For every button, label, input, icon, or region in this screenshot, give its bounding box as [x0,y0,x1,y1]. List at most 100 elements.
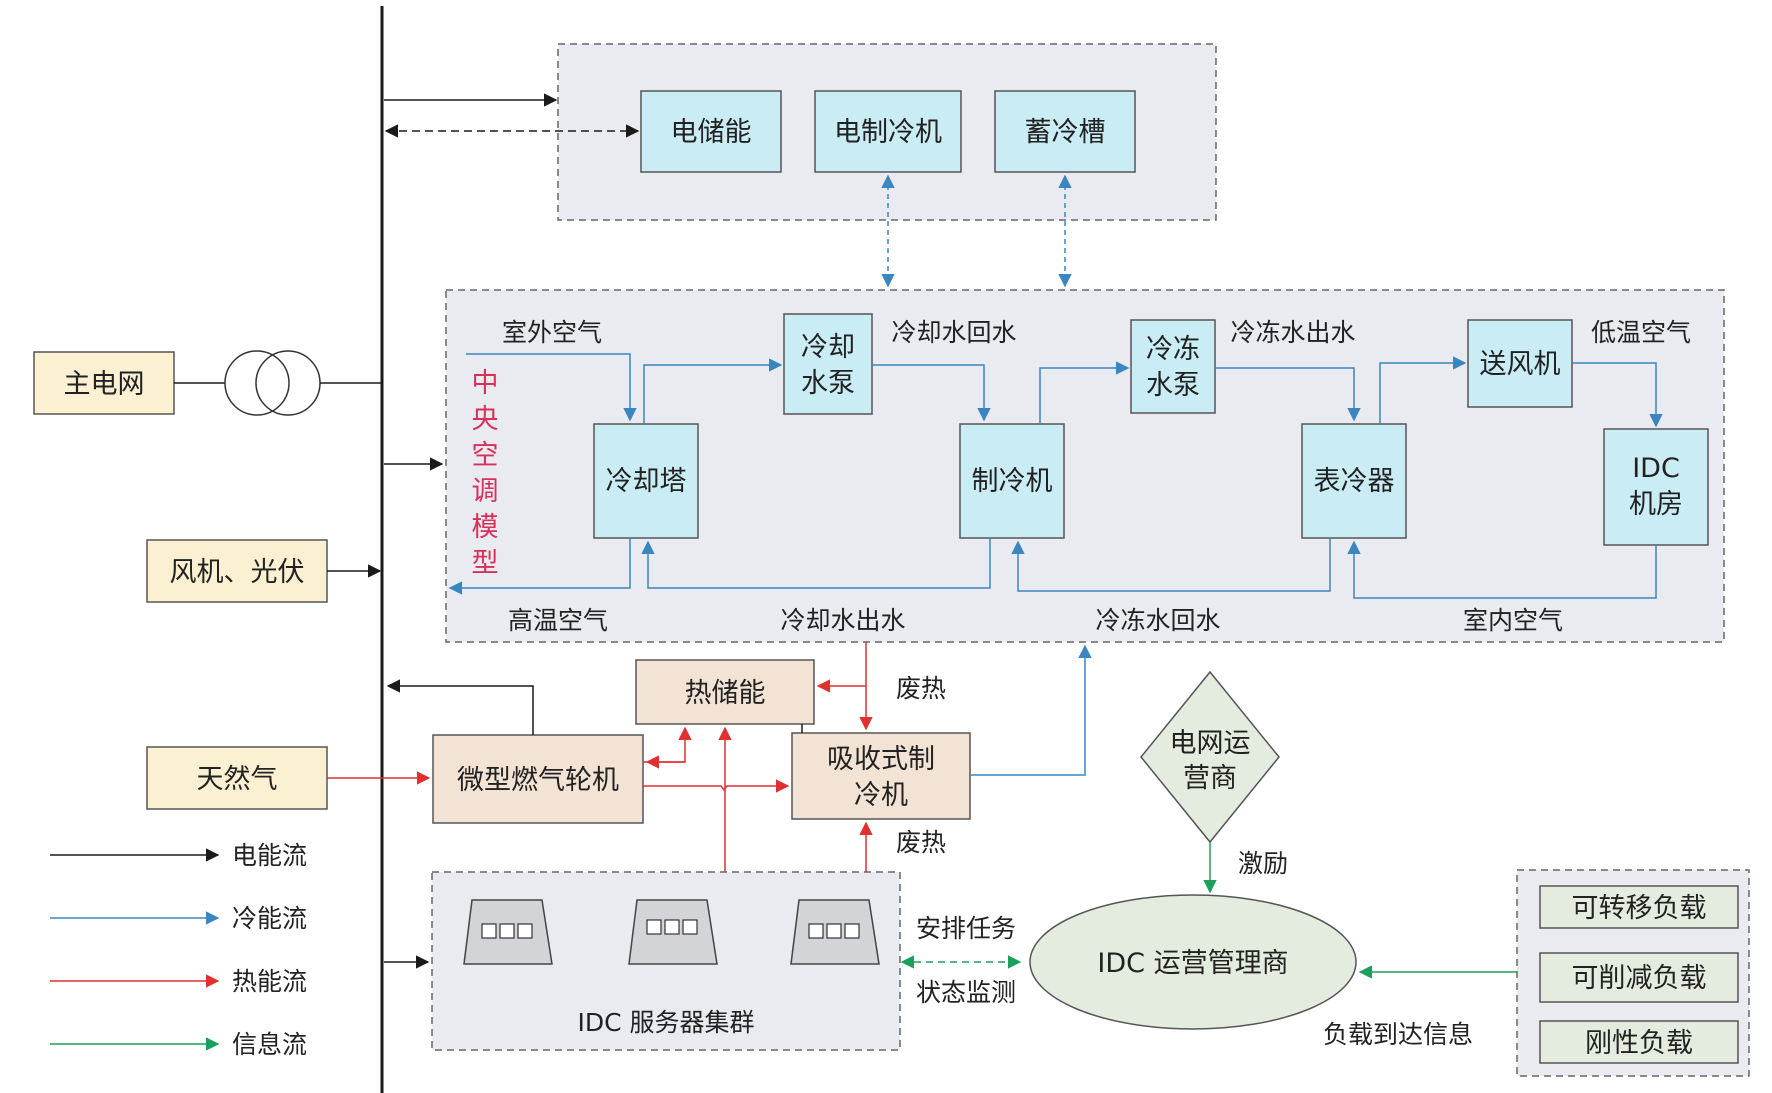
transferable-load-box [1539,885,1739,929]
waste-heat-bottom-label: 废热 [896,828,946,857]
server-unit [463,899,553,965]
cooling-water-supply-flow [641,538,991,589]
idc-room-label-2: 机房 [1629,489,1683,520]
hvac-title-char-1: 中 [472,368,499,399]
idc-room-box [1603,428,1709,546]
hvac-cold-flows [448,353,1663,599]
electric-storage-box [640,90,782,173]
hvac-title-char-6: 型 [472,548,499,579]
surface-cooler-label: 表冷器 [1314,466,1395,497]
server-unit [790,899,880,965]
cold-storage-tank-box [994,90,1136,173]
low-temp-air-label: 低温空气 [1591,318,1691,347]
heat-storage-box [635,659,815,725]
hvac-title-char-4: 调 [472,476,499,507]
supply-fan-box [1467,319,1573,408]
cooling-water-supply-label: 冷却水出水 [780,606,905,635]
cooling-tower-label: 冷却塔 [606,466,687,497]
chilled-water-return-label: 冷冻水回水 [1095,606,1220,635]
main-grid-box [33,351,175,415]
server-slot [499,923,515,939]
surface-cooler-box [1301,423,1407,539]
micro-gas-turbine-label: 微型燃气轮机 [457,765,619,796]
chilled-water-pump-box [1130,319,1216,414]
chilled-water-supply-flow [1215,367,1361,422]
main-grid-label: 主电网 [64,369,145,400]
hvac-title-char-2: 央 [472,404,499,435]
hvac-title-char-5: 模 [472,512,499,543]
tower-to-cooling-pump [643,358,783,424]
cooling-water-pump-box [783,313,873,415]
turbine-to-absorption [643,779,790,793]
electric-chiller-box [814,90,962,173]
chiller-to-chilled-pump [1039,361,1130,424]
heat-flows [643,642,873,872]
natural-gas-label: 天然气 [197,764,278,795]
incentive-label: 激励 [1238,849,1288,878]
outdoor-air-flow [466,353,637,422]
chiller-box [959,423,1065,539]
server-slot [481,923,497,939]
grid-operator-label-2: 营商 [1183,763,1237,794]
transferable-load-label: 可转移负载 [1572,893,1707,924]
electric-chiller-label: 电制冷机 [834,117,942,148]
high-temp-air-flow [448,538,631,595]
chilled-water-supply-label: 冷冻水出水 [1230,318,1355,347]
chilled-water-pump-label-2: 水泵 [1146,370,1200,401]
rigid-load-label: 刚性负载 [1585,1028,1693,1059]
supply-fan-label: 送风机 [1480,349,1561,380]
indoor-air-label: 室内空气 [1463,606,1563,635]
natural-gas-box [146,746,328,810]
cooling-water-pump-label-2: 水泵 [801,368,855,399]
server-slot [517,923,533,939]
legend-info-label: 信息流 [232,1030,307,1059]
server-slot [664,919,680,935]
rigid-load-box [1539,1020,1739,1064]
server-cluster-label: IDC 服务器集群 [577,1008,754,1037]
server-slot [646,919,662,935]
transformer-coil-left [224,350,290,416]
legend-heat-label: 热能流 [232,967,307,996]
chiller-label: 制冷机 [972,466,1053,497]
cooling-water-return-flow [872,364,991,422]
cooling-water-return-label: 冷却水回水 [891,318,1016,347]
status-monitor-label: 状态监测 [916,978,1016,1007]
reducible-load-box [1539,952,1739,1003]
grid-operator-label-1: 电网运 [1170,728,1251,759]
turbine-to-heat-storage [643,726,692,763]
outdoor-air-label: 室外空气 [502,318,602,347]
electric-storage-label: 电储能 [671,117,752,148]
reducible-load-label: 可削减负载 [1572,963,1707,994]
idc-room-label-1: IDC [1632,453,1680,484]
server-unit [628,899,718,965]
cooling-water-pump-label-1: 冷却 [801,332,855,363]
heat-storage-label: 热储能 [685,678,766,709]
hvac-model-title: 中 央 空 调 模 型 [472,368,499,579]
low-temp-air-flow [1572,362,1663,428]
absorption-chiller-label-2: 冷机 [854,780,908,811]
server-slot [844,923,860,939]
wind-pv-label: 风机、光伏 [170,557,305,588]
assign-tasks-label: 安排任务 [916,914,1016,943]
legend: 电能流 冷能流 热能流 信息流 [50,841,307,1059]
cooler-to-supply-fan [1379,356,1467,424]
waste-heat-top-label: 废热 [896,674,946,703]
absorption-chiller-label-1: 吸收式制 [827,744,935,775]
wind-pv-box [146,539,328,603]
load-arrival-label: 负载到达信息 [1323,1020,1473,1049]
idc-manager-label: IDC 运营管理商 [1097,948,1288,979]
server-slot [808,923,824,939]
legend-cold-label: 冷能流 [232,904,307,933]
server-slot [682,919,698,935]
turbine-to-bus [386,679,534,735]
indoor-air-flow [1347,540,1657,599]
cold-storage-tank-label: 蓄冷槽 [1025,117,1106,148]
high-temp-air-label: 高温空气 [508,606,608,635]
micro-gas-turbine-box [432,734,644,824]
server-slot [826,923,842,939]
legend-electric-label: 电能流 [232,841,307,870]
absorption-chiller-box [791,732,971,820]
chilled-water-return-flow [1011,538,1331,592]
chilled-water-pump-label-1: 冷冻 [1146,334,1200,365]
